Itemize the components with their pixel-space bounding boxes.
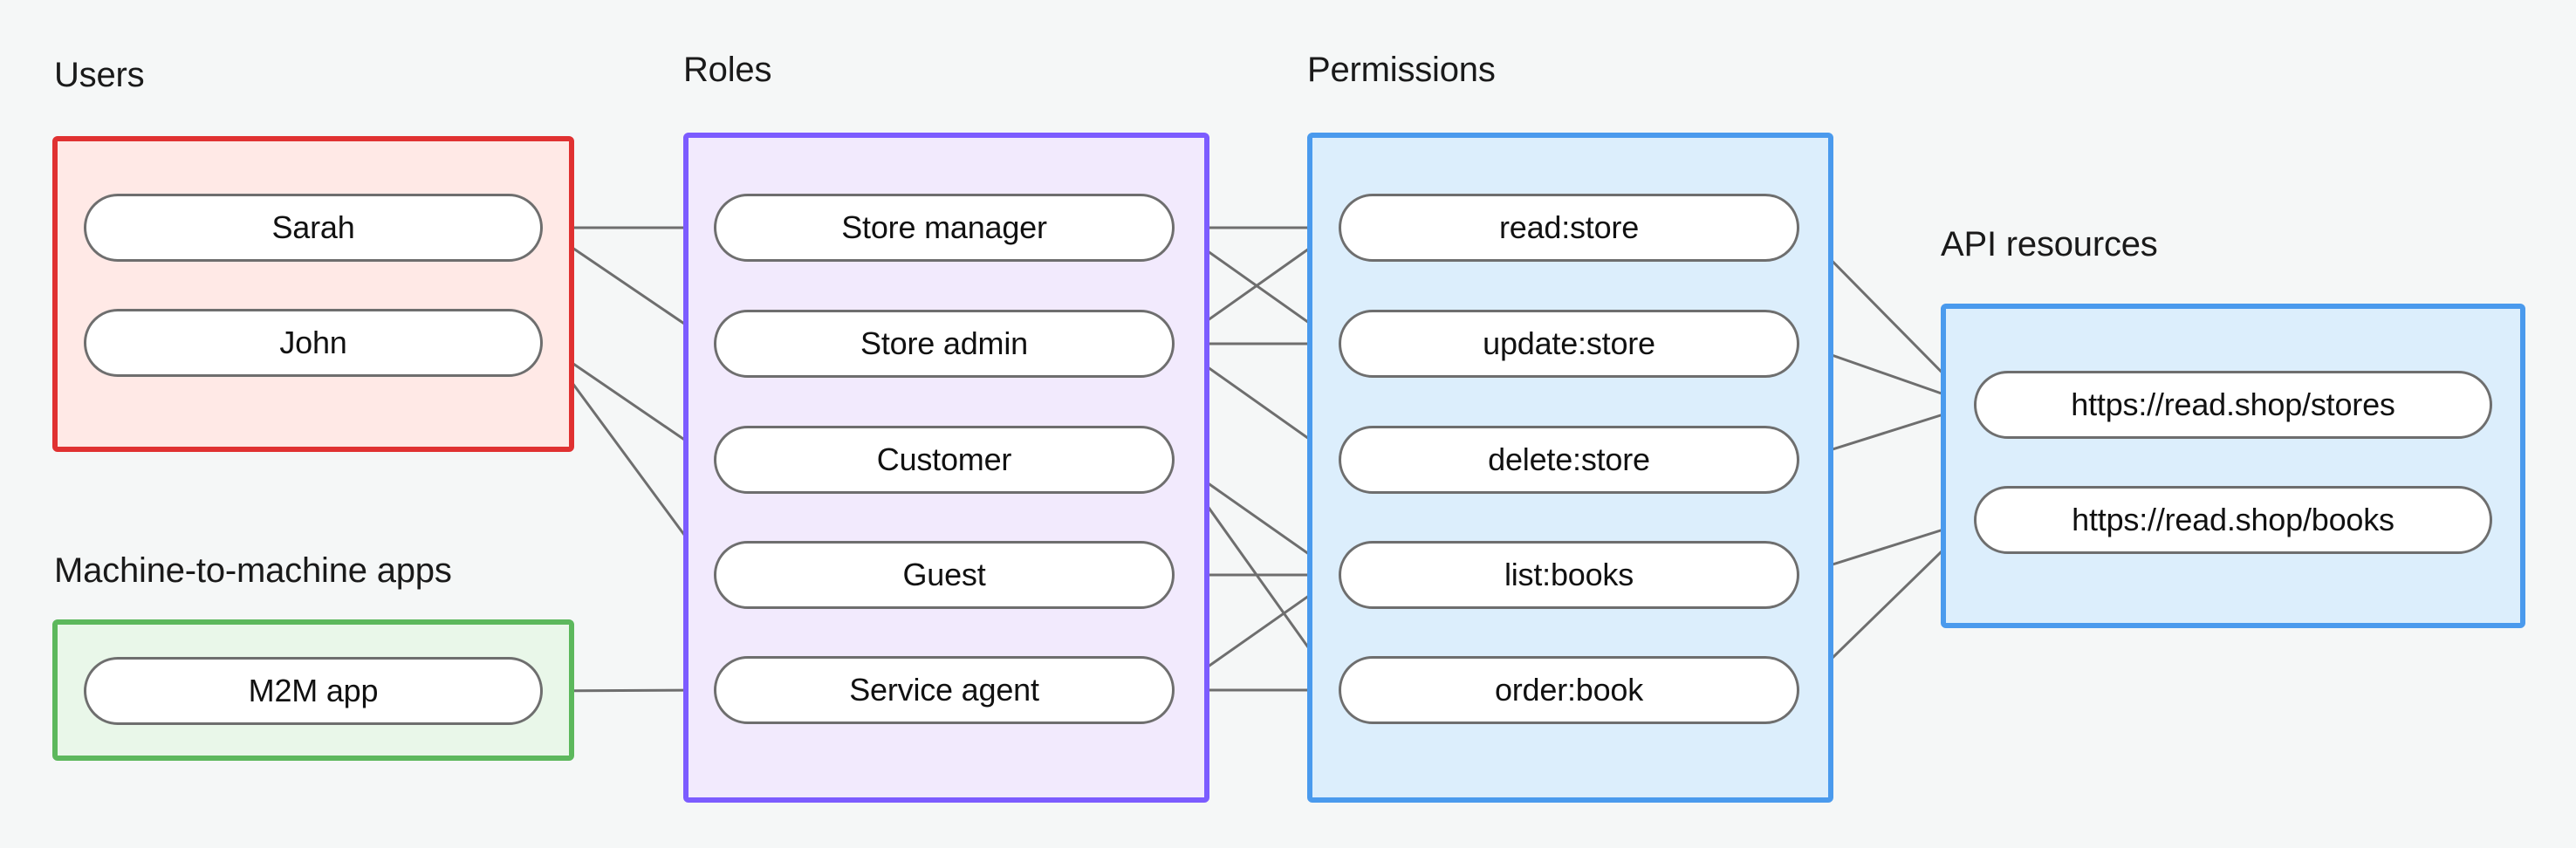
node-store-manager[interactable]: Store manager — [714, 194, 1175, 262]
node-label-order-book: order:book — [1494, 672, 1644, 708]
node-store-admin[interactable]: Store admin — [714, 310, 1175, 378]
node-label-resource-books: https://read.shop/books — [2072, 502, 2394, 537]
node-john[interactable]: John — [84, 309, 543, 377]
node-m2m-app[interactable]: M2M app — [84, 657, 543, 725]
node-list-books[interactable]: list:books — [1339, 541, 1799, 609]
node-label-customer: Customer — [876, 441, 1012, 477]
group-label-m2m: Machine-to-machine apps — [54, 551, 452, 590]
group-api-resources — [1941, 304, 2525, 628]
node-read-store[interactable]: read:store — [1339, 194, 1799, 262]
node-label-delete-store: delete:store — [1488, 441, 1650, 477]
node-label-list-books: list:books — [1504, 557, 1634, 592]
node-label-resource-stores: https://read.shop/stores — [2071, 386, 2395, 422]
node-label-sarah: Sarah — [271, 209, 355, 245]
node-label-store-admin: Store admin — [860, 325, 1028, 361]
group-label-permissions: Permissions — [1307, 51, 1496, 89]
node-order-book[interactable]: order:book — [1339, 656, 1799, 724]
node-sarah[interactable]: Sarah — [84, 194, 543, 262]
node-customer[interactable]: Customer — [714, 426, 1175, 494]
node-service-agent[interactable]: Service agent — [714, 656, 1175, 724]
node-label-update-store: update:store — [1483, 325, 1655, 361]
node-resource-stores[interactable]: https://read.shop/stores — [1974, 371, 2492, 439]
node-delete-store[interactable]: delete:store — [1339, 426, 1799, 494]
node-label-store-manager: Store manager — [841, 209, 1047, 245]
node-label-john: John — [279, 325, 347, 360]
node-update-store[interactable]: update:store — [1339, 310, 1799, 378]
group-label-roles: Roles — [683, 51, 772, 89]
node-guest[interactable]: Guest — [714, 541, 1175, 609]
group-label-api-resources: API resources — [1941, 225, 2158, 263]
node-label-guest: Guest — [902, 557, 986, 592]
node-label-m2m-app: M2M app — [248, 673, 379, 708]
node-resource-books[interactable]: https://read.shop/books — [1974, 486, 2492, 554]
node-label-service-agent: Service agent — [849, 672, 1039, 708]
node-label-read-store: read:store — [1498, 209, 1640, 245]
group-label-users: Users — [54, 56, 145, 94]
group-users — [52, 136, 574, 452]
